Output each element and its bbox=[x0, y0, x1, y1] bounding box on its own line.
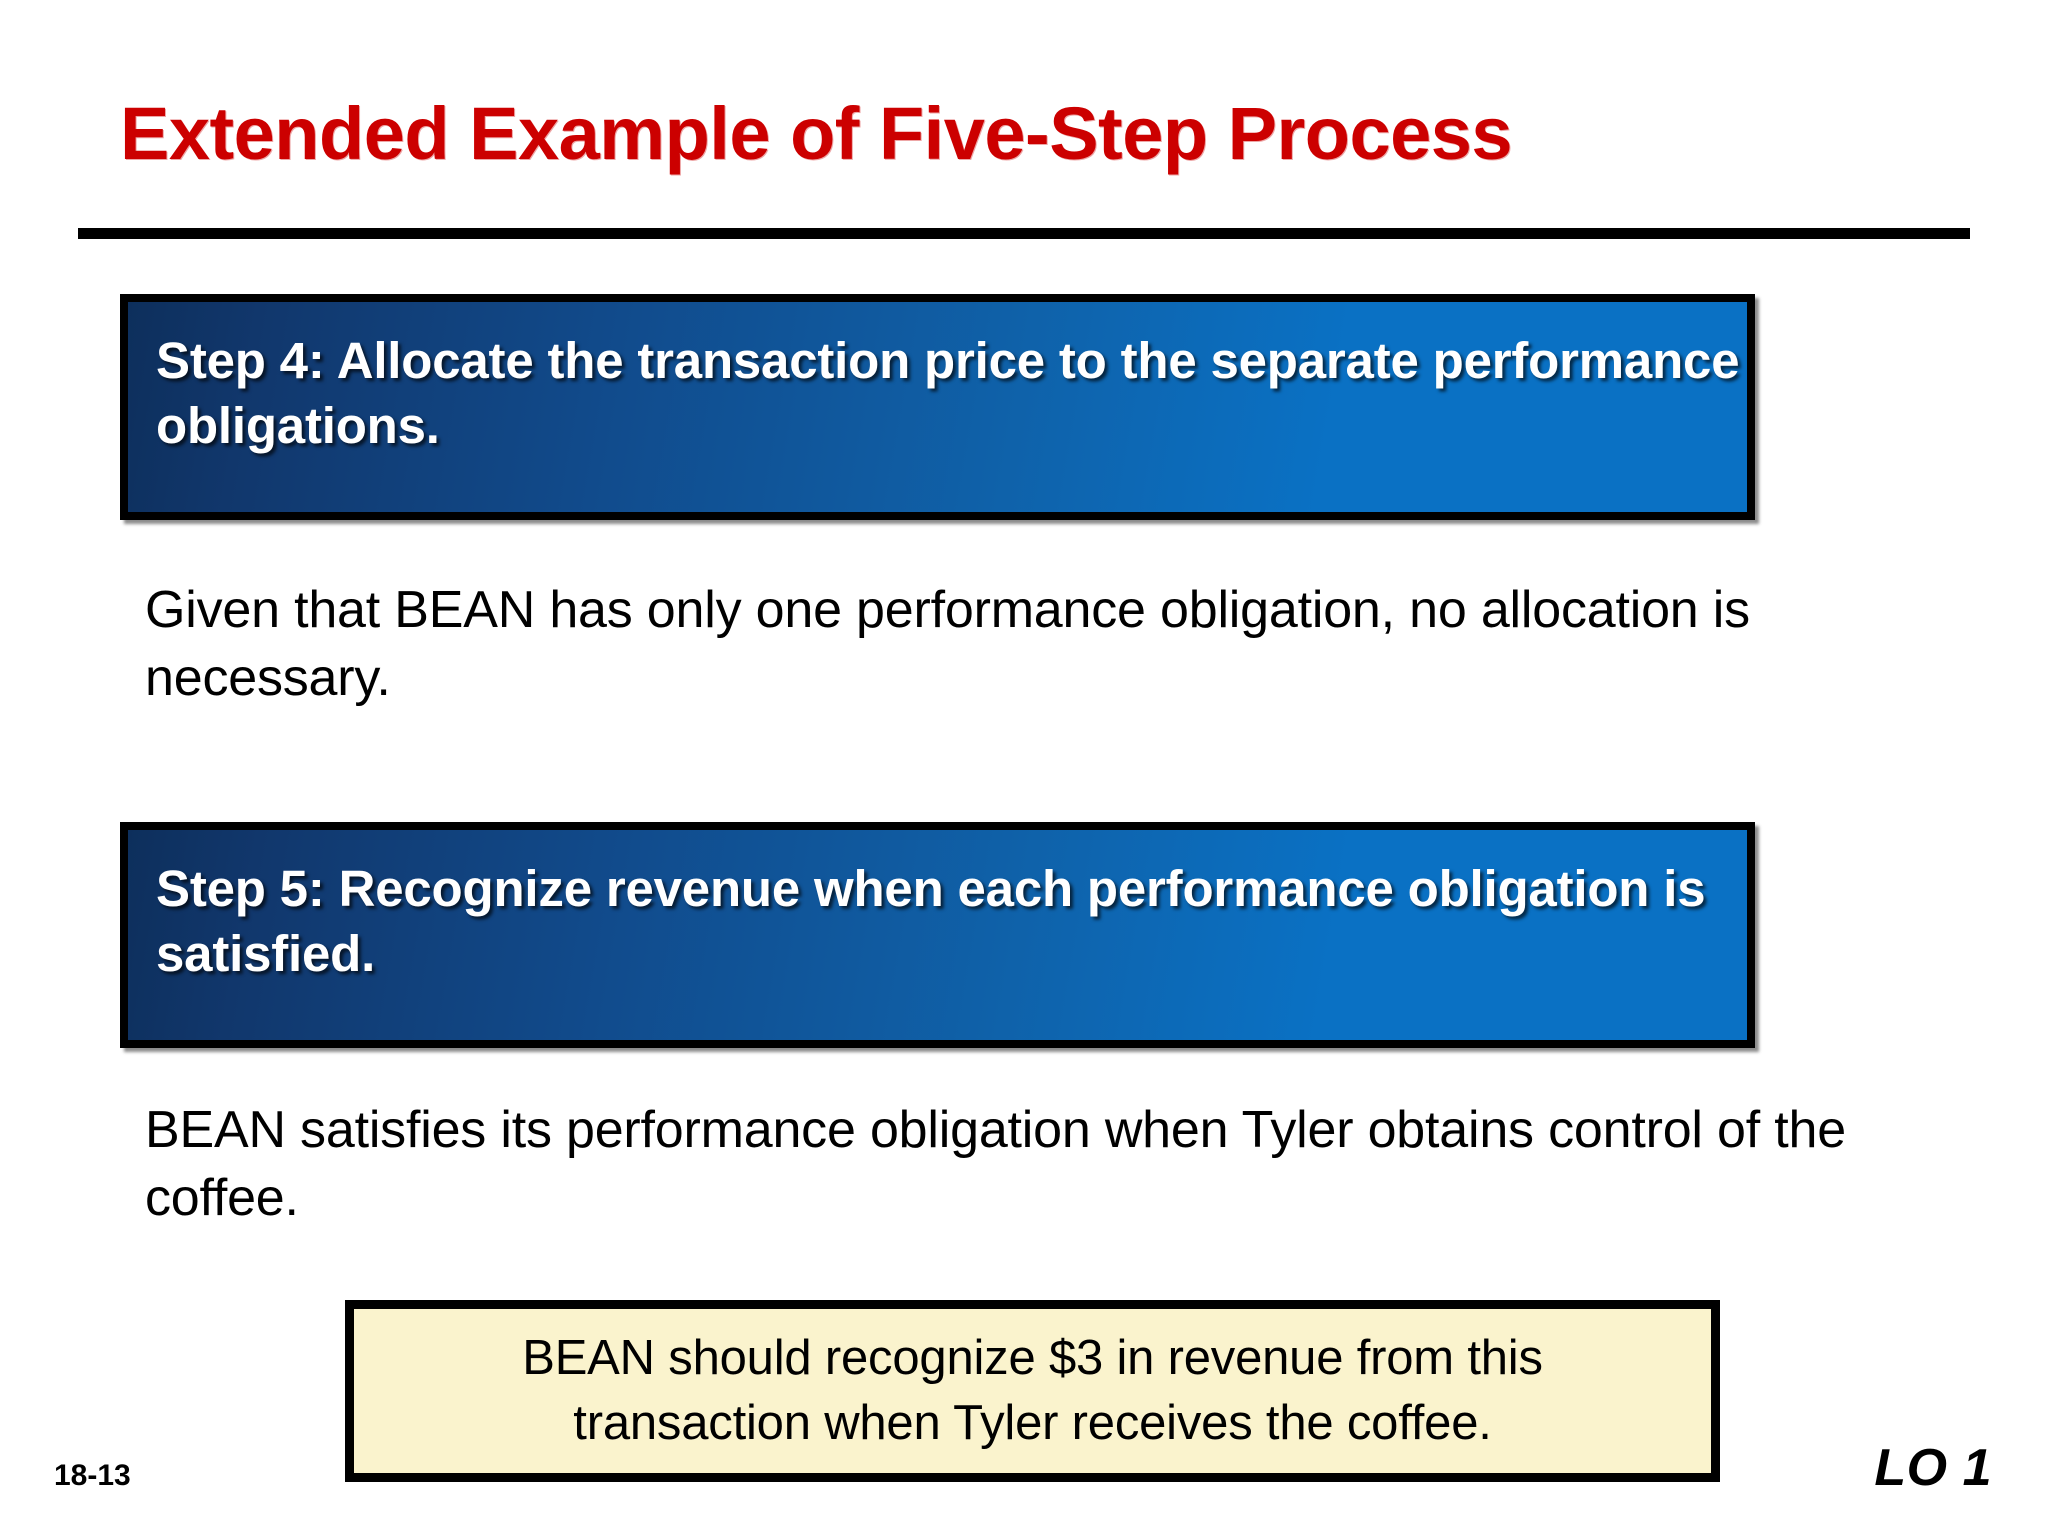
step-4-banner: Step 4: Allocate the transaction price t… bbox=[120, 294, 1755, 520]
callout-line-2: transaction when Tyler receives the coff… bbox=[573, 1396, 1492, 1450]
callout-line-1: BEAN should recognize $3 in revenue from… bbox=[522, 1331, 1543, 1386]
step-5-banner-label: Step 5: Recognize revenue when each perf… bbox=[156, 860, 1706, 983]
step-5-banner: Step 5: Recognize revenue when each perf… bbox=[120, 822, 1755, 1048]
learning-objective-tag: LO 1 bbox=[1874, 1439, 1992, 1497]
step-4-banner-label: Step 4: Allocate the transaction price t… bbox=[156, 332, 1740, 455]
page-title: Extended Example of Five-Step Process bbox=[120, 92, 1513, 175]
conclusion-callout-box: BEAN should recognize $3 in revenue from… bbox=[345, 1300, 1720, 1482]
slide-number: 18-13 bbox=[54, 1459, 131, 1492]
step-5-body-text: BEAN satisfies its performance obligatio… bbox=[145, 1101, 1846, 1228]
title-divider bbox=[78, 228, 1970, 239]
step-4-body-text: Given that BEAN has only one performance… bbox=[145, 581, 1750, 708]
